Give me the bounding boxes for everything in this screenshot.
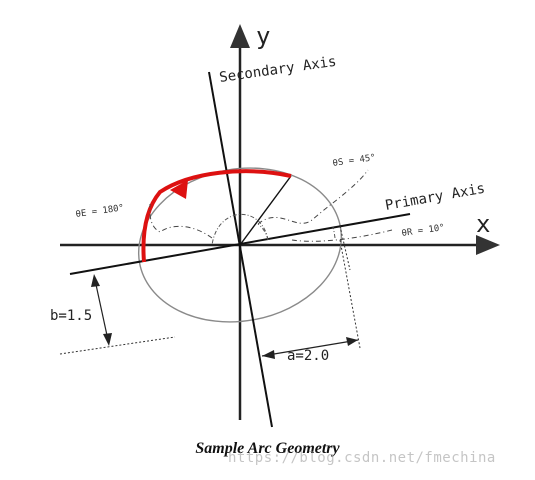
b-dimension-arrow-bottom	[103, 333, 112, 346]
a-dimension-extension-right	[339, 239, 361, 349]
b-dimension-label: b=1.5	[50, 308, 92, 324]
theta-e-angle-arc	[211, 213, 269, 246]
b-dimension-arrow-top	[91, 274, 100, 287]
b-dimension-arrow-line	[94, 279, 109, 341]
red-arc-arrowhead	[170, 180, 188, 199]
x-axis-arrowhead	[476, 235, 500, 255]
x-axis-label: x	[476, 210, 490, 238]
y-axis-arrowhead	[230, 24, 250, 48]
primary-axis-label: Primary Axis	[384, 181, 486, 214]
watermark: https://blog.csdn.net/fmechina	[228, 450, 496, 466]
red-arc	[141, 169, 292, 263]
theta-r-leader	[291, 229, 393, 242]
a-dimension-arrow-left	[262, 350, 275, 359]
a-dimension-extension-primary	[339, 225, 351, 271]
theta-e-label: θE = 180°	[75, 203, 125, 220]
a-dimension-label: a=2.0	[287, 348, 329, 364]
theta-s-label: θS = 45°	[332, 153, 376, 169]
b-dimension-extension	[59, 336, 176, 355]
secondary-axis-label: Secondary Axis	[218, 54, 337, 86]
theta-s-leader	[257, 169, 369, 225]
theta-s-angle-arc	[257, 223, 269, 241]
theta-r-angle-arc	[332, 226, 336, 239]
diagram-caption: Sample Arc Geometry	[195, 440, 340, 457]
a-dimension-arrow-right	[346, 337, 358, 346]
start-radius-line	[239, 175, 292, 246]
theta-r-label: θR = 10°	[401, 223, 445, 239]
y-axis-label: y	[256, 22, 270, 50]
secondary-axis-line	[208, 71, 273, 428]
a-dimension-arrow-line	[261, 339, 359, 357]
theta-e-leader	[149, 203, 213, 239]
